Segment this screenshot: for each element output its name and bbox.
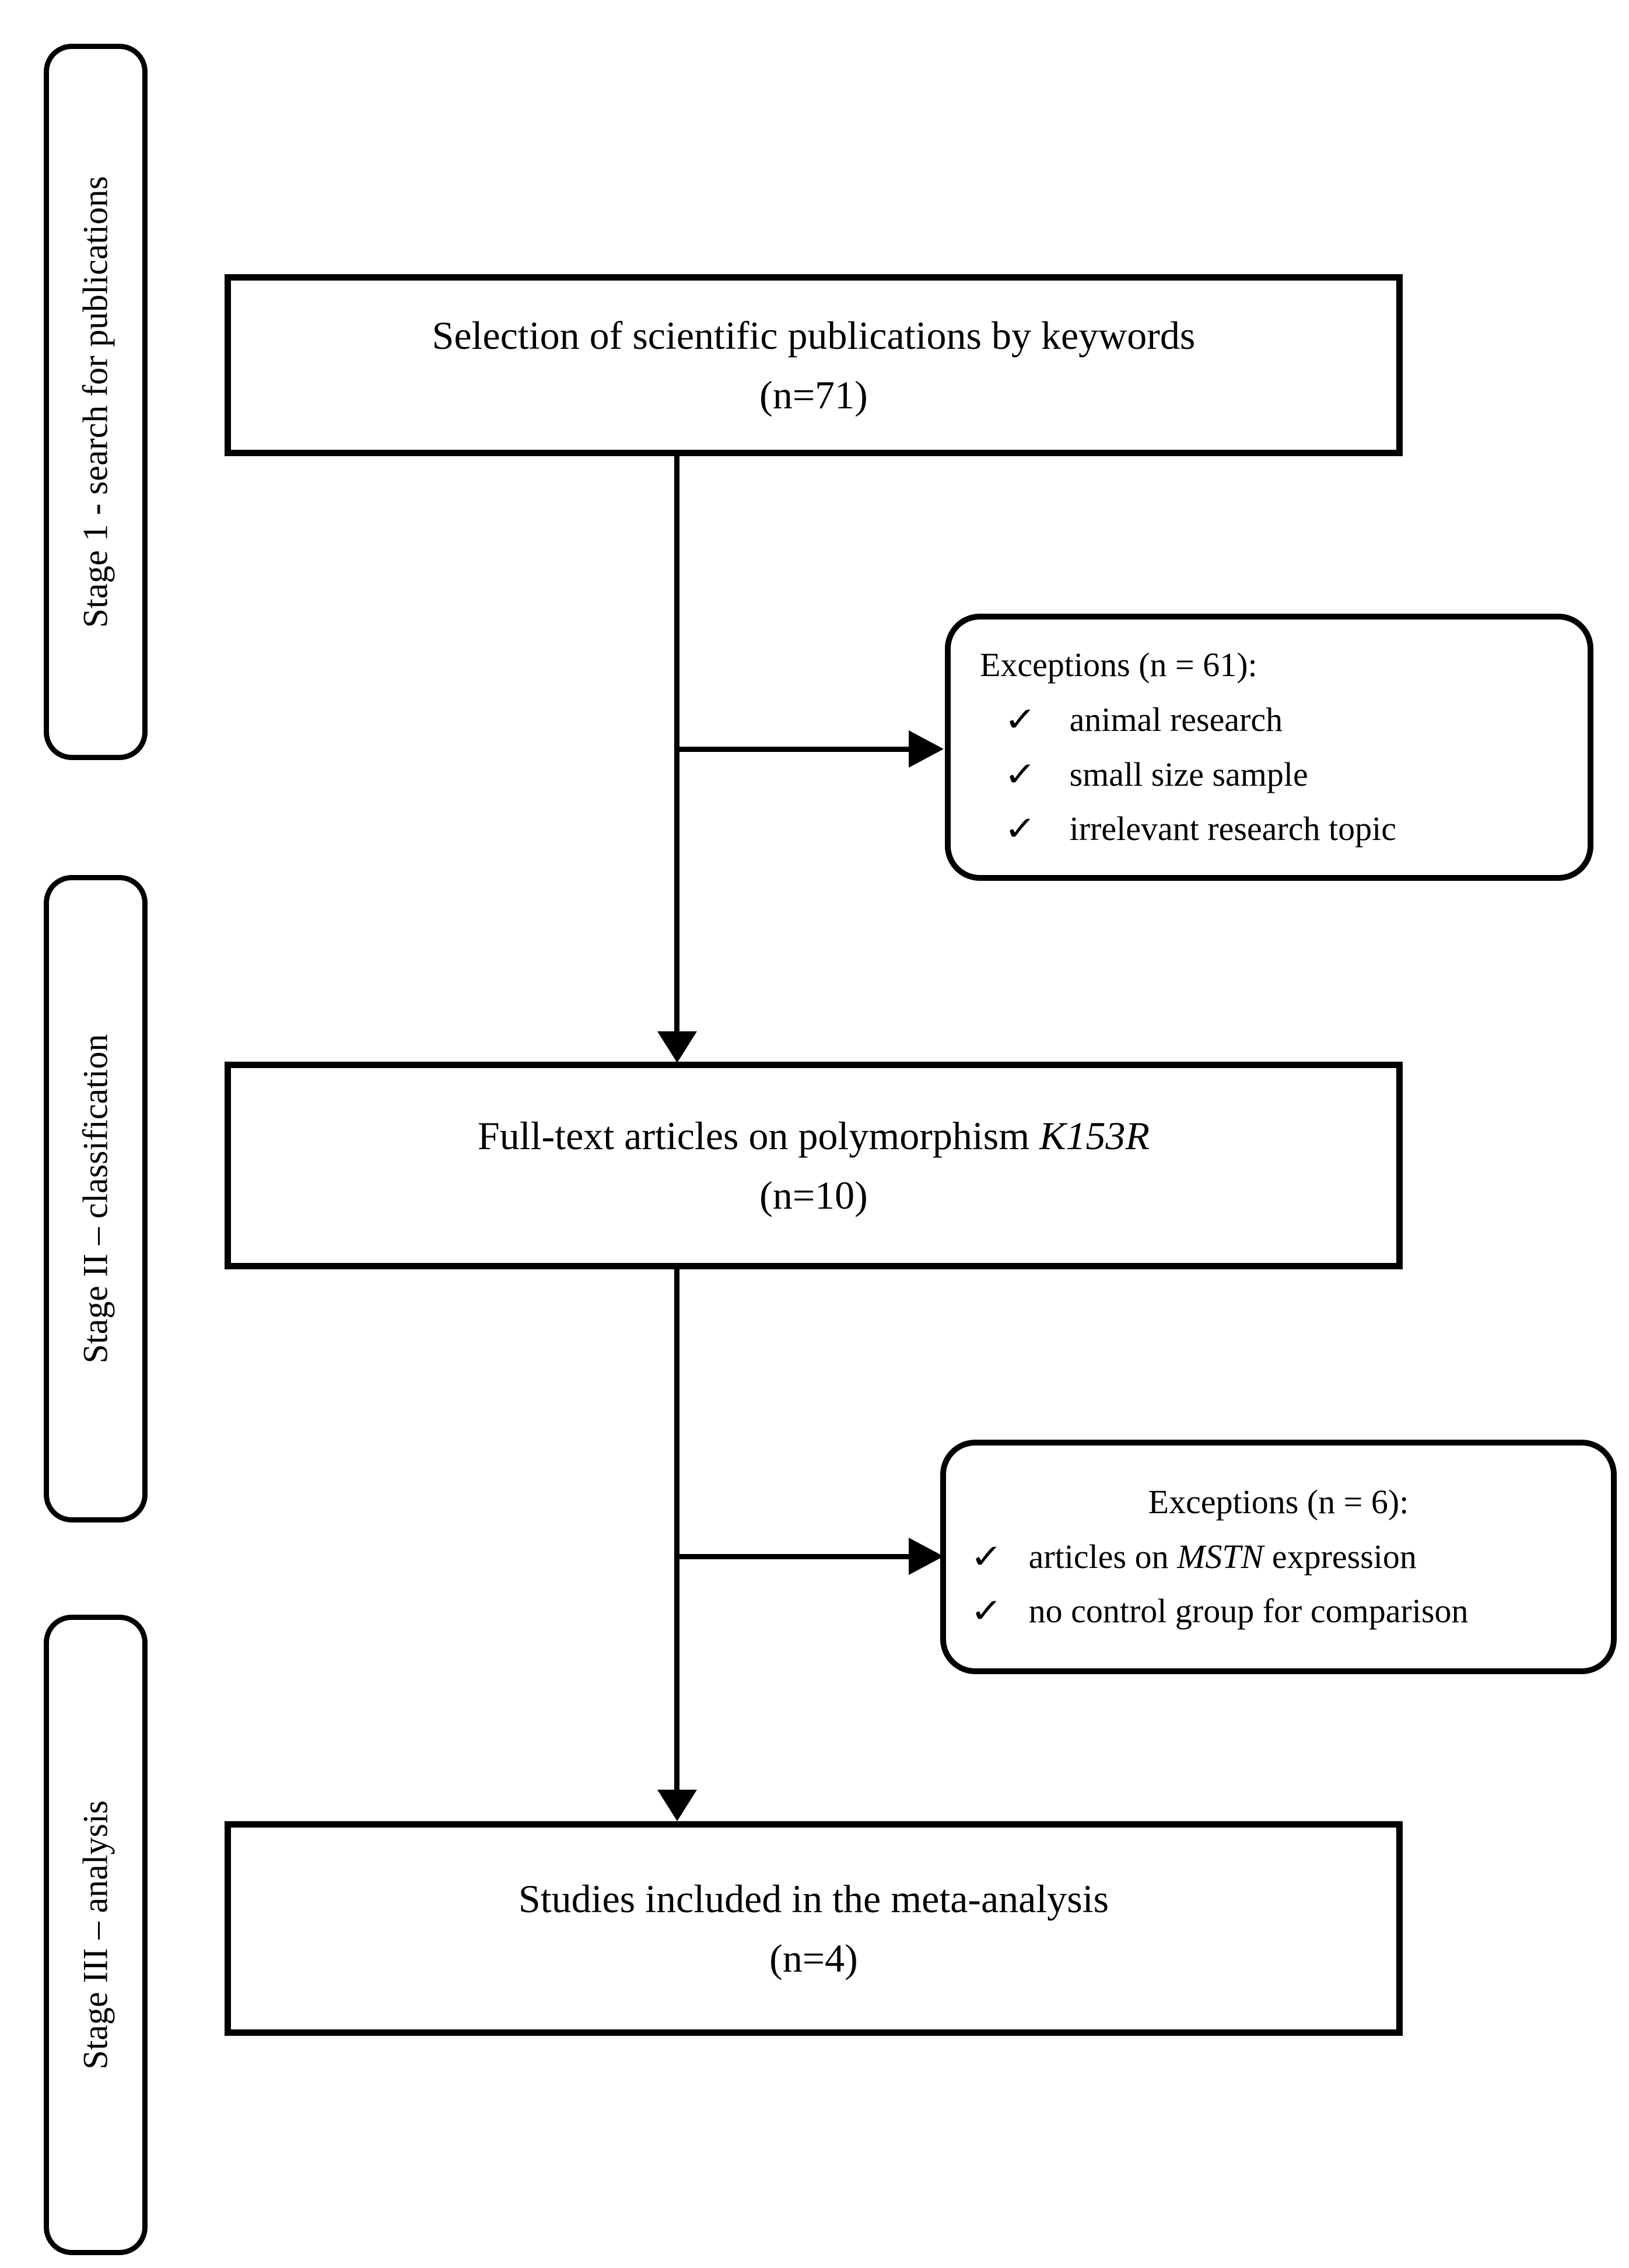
exceptions-1-item-3: irrelevant research topic: [1069, 810, 1396, 848]
connector-vertical-2: [674, 1269, 679, 1791]
box-fulltext-line1: Full-text articles on polymorphism K153R: [478, 1106, 1150, 1166]
exceptions-2-title: Exceptions (n = 6):: [1148, 1482, 1409, 1521]
connector-horizontal-1: [677, 747, 910, 752]
check-icon: ✓: [1004, 699, 1037, 739]
list-item: ✓ small size sample: [974, 747, 1564, 802]
check-icon: ✓: [1004, 754, 1037, 794]
box-selection-of-publications: Selection of scientific publications by …: [225, 274, 1403, 456]
list-item: ✓ articles on MSTN expression: [969, 1530, 1588, 1584]
stage-3-label: Stage III – analysis: [76, 1800, 115, 2070]
exceptions-1-item-2: small size sample: [1069, 755, 1308, 793]
exceptions-1-box: Exceptions (n = 61): ✓ animal research ✓…: [945, 614, 1593, 881]
gene-name-mstn: MSTN: [1177, 1537, 1264, 1576]
box-studies-count: (n=4): [769, 1936, 858, 1980]
stage-1-label: Stage 1 - search for publications: [76, 176, 115, 628]
box-selection-line1: Selection of scientific publications by …: [432, 313, 1196, 358]
box-fulltext-count: (n=10): [759, 1173, 868, 1217]
list-item: ✓ no control group for comparison: [969, 1584, 1588, 1639]
exceptions-2-item-1-prefix: articles on: [1028, 1537, 1178, 1576]
list-item: ✓ irrelevant research topic: [974, 802, 1564, 856]
exceptions-1-item-1: animal research: [1069, 700, 1283, 738]
exceptions-2-box: Exceptions (n = 6): ✓ articles on MSTN e…: [940, 1440, 1617, 1674]
stage-2-label-box: Stage II – classification: [44, 875, 148, 1522]
check-icon: ✓: [970, 1536, 1003, 1576]
box-studies-line1: Studies included in the meta-analysis: [518, 1877, 1109, 1921]
exceptions-1-title: Exceptions (n = 61):: [980, 645, 1257, 684]
stage-2-label: Stage II – classification: [76, 1034, 115, 1364]
arrowhead-down-icon: [657, 1790, 697, 1821]
check-icon: ✓: [970, 1591, 1003, 1631]
arrowhead-right-icon: [909, 730, 944, 768]
exceptions-2-item-1: articles on MSTN expression: [1029, 1530, 1417, 1584]
gene-name-k153r: K153R: [1039, 1114, 1150, 1158]
box-fulltext-line1-text: Full-text articles on polymorphism: [477, 1114, 1040, 1158]
box-selection-count: (n=71): [759, 373, 868, 417]
box-fulltext-articles: Full-text articles on polymorphism K153R…: [225, 1062, 1403, 1269]
list-item: ✓ animal research: [974, 692, 1564, 747]
exceptions-2-item-2: no control group for comparison: [1028, 1592, 1469, 1630]
box-studies-included: Studies included in the meta-analysis (n…: [225, 1821, 1403, 2036]
connector-vertical-1: [674, 456, 679, 1032]
arrowhead-down-icon: [657, 1031, 697, 1063]
connector-horizontal-2: [677, 1554, 910, 1559]
check-icon: ✓: [1004, 808, 1037, 849]
stage-1-label-box: Stage 1 - search for publications: [44, 44, 148, 760]
exceptions-2-item-1-suffix: expression: [1263, 1537, 1417, 1576]
stage-3-label-box: Stage III – analysis: [44, 1615, 148, 2255]
arrowhead-right-icon: [909, 1538, 944, 1575]
